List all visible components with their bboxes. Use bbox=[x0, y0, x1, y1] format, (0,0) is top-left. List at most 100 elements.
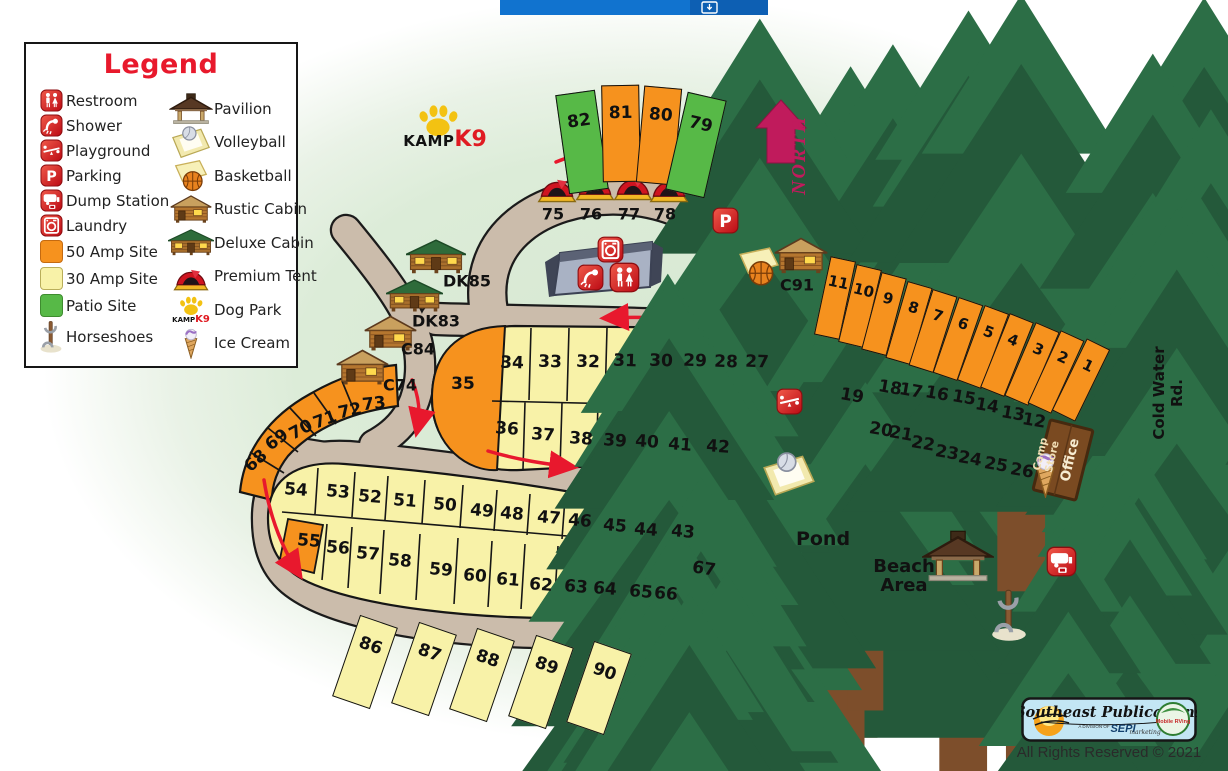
laundry-icon bbox=[597, 236, 624, 263]
publisher-tagline: marketing bbox=[1129, 729, 1161, 736]
legend-item-laundry: Laundry bbox=[36, 213, 166, 238]
site-number-87: 87 bbox=[414, 639, 444, 666]
site-number-68: 68 bbox=[240, 445, 272, 477]
legend-item-volleyball: Volleyball bbox=[168, 126, 294, 160]
site-81: 81 bbox=[601, 84, 641, 183]
dog-park-kampk9-label: KAMPK9 bbox=[403, 127, 487, 152]
toolbar-segment[interactable] bbox=[690, 0, 768, 15]
site-number-38: 38 bbox=[568, 428, 594, 450]
site-number-48: 48 bbox=[499, 503, 525, 525]
site-number-53: 53 bbox=[325, 481, 351, 503]
legend-item-label: Pavilion bbox=[214, 99, 272, 118]
legend-item-playground: Playground bbox=[36, 138, 166, 163]
site-89: 89 bbox=[507, 634, 574, 729]
download-icon[interactable] bbox=[701, 1, 718, 14]
dump-station-icon bbox=[36, 189, 66, 212]
site-number-41: 41 bbox=[667, 434, 693, 456]
west-fan-band bbox=[238, 363, 400, 502]
laundry-icon bbox=[36, 214, 66, 237]
legend-item-label: Basketball bbox=[214, 166, 292, 185]
parking-icon: P bbox=[712, 207, 739, 234]
site-number-12: 12 bbox=[1020, 409, 1048, 433]
shower-icon bbox=[36, 114, 66, 137]
volleyball-icon bbox=[168, 126, 214, 159]
restroom-icon bbox=[609, 262, 640, 293]
publisher-logo: Southeast Publications A DIVISION OF SEP… bbox=[1021, 697, 1197, 742]
pavilion-icon bbox=[168, 93, 214, 125]
site-number-72: 72 bbox=[336, 398, 364, 424]
site-number-37: 37 bbox=[530, 424, 556, 446]
cabin-label-c74: C74 bbox=[382, 375, 418, 395]
site-number-61: 61 bbox=[495, 569, 521, 591]
horseshoes-icon bbox=[36, 320, 66, 354]
site-number-36: 36 bbox=[494, 418, 520, 440]
cabin-label-c84: C84 bbox=[400, 339, 436, 359]
one-way-arrow bbox=[262, 478, 303, 580]
site-number-80: 80 bbox=[648, 104, 674, 127]
restroom-icon bbox=[36, 89, 66, 112]
site-number-62: 62 bbox=[528, 574, 554, 596]
site-number-86: 86 bbox=[356, 632, 385, 660]
site-number-11: 11 bbox=[826, 271, 851, 294]
site-86: 86 bbox=[332, 614, 398, 710]
tent-site-number-76: 76 bbox=[579, 204, 603, 224]
deluxe-cabin-icon bbox=[168, 228, 214, 257]
playground-icon bbox=[776, 388, 803, 415]
site-number-89: 89 bbox=[531, 652, 561, 679]
site-number-42: 42 bbox=[705, 436, 731, 458]
one-way-arrow bbox=[408, 378, 436, 438]
legend-item-site-50amp: 50 Amp Site bbox=[36, 238, 166, 265]
site-87: 87 bbox=[390, 621, 457, 716]
site-number-81: 81 bbox=[608, 102, 633, 124]
legend-item-label: Deluxe Cabin bbox=[214, 233, 314, 252]
site-number-17: 17 bbox=[897, 379, 925, 403]
legend-item-site-patio: Patio Site bbox=[36, 292, 166, 319]
dog-park-icon: KAMPK9 bbox=[168, 296, 214, 324]
publisher-badge: Mobile RVing bbox=[1156, 719, 1191, 725]
legend-item-label: Parking bbox=[66, 166, 122, 185]
legend-item-dump-station: Dump Station bbox=[36, 188, 169, 213]
site-number-16: 16 bbox=[923, 382, 951, 406]
site-patio-icon bbox=[36, 294, 66, 317]
legend-item-premium-tent: Premium Tent bbox=[168, 260, 317, 294]
site-number-50: 50 bbox=[432, 494, 458, 516]
legend-item-rustic-cabin: Rustic Cabin bbox=[168, 193, 307, 227]
publisher-sepi: SEPI bbox=[1110, 723, 1136, 735]
ice-cream-icon bbox=[168, 328, 214, 359]
site-90: 90 bbox=[566, 640, 632, 736]
site-number-19: 19 bbox=[838, 384, 866, 408]
legend-item-parking: P Parking bbox=[36, 163, 166, 188]
svg-text:P: P bbox=[46, 169, 57, 185]
tent-site-number-77: 77 bbox=[617, 204, 641, 224]
site-number-34: 34 bbox=[499, 352, 525, 374]
site-number-79: 79 bbox=[687, 111, 715, 137]
legend-item-label: Premium Tent bbox=[214, 267, 317, 286]
cabin-label-dk83: DK83 bbox=[412, 311, 460, 331]
tent-site-number-75: 75 bbox=[541, 204, 565, 224]
legend-item-ice-cream: Ice Cream bbox=[168, 327, 294, 361]
viewer-toolbar[interactable] bbox=[500, 0, 768, 15]
legend-item-label: Patio Site bbox=[66, 296, 137, 315]
site-number-88: 88 bbox=[473, 645, 502, 673]
legend-item-pavilion: Pavilion bbox=[168, 92, 294, 126]
site-number-66: 66 bbox=[653, 583, 679, 605]
pond-label: Pond bbox=[795, 528, 851, 550]
site-number-24: 24 bbox=[956, 447, 984, 471]
site-number-45: 45 bbox=[602, 515, 628, 537]
site-number-14: 14 bbox=[973, 394, 1001, 418]
legend-item-label: Horseshoes bbox=[66, 328, 154, 346]
playground-icon bbox=[36, 139, 66, 162]
legend-item-shower: Shower bbox=[36, 113, 166, 138]
site-number-49: 49 bbox=[469, 500, 495, 522]
site-number-1: 1 bbox=[1079, 355, 1097, 377]
site-number-30: 30 bbox=[648, 350, 674, 372]
site-number-10: 10 bbox=[851, 279, 876, 302]
site-number-29: 29 bbox=[682, 350, 708, 372]
site-number-25: 25 bbox=[982, 453, 1010, 477]
cabin-label-dk85: DK85 bbox=[443, 271, 491, 291]
